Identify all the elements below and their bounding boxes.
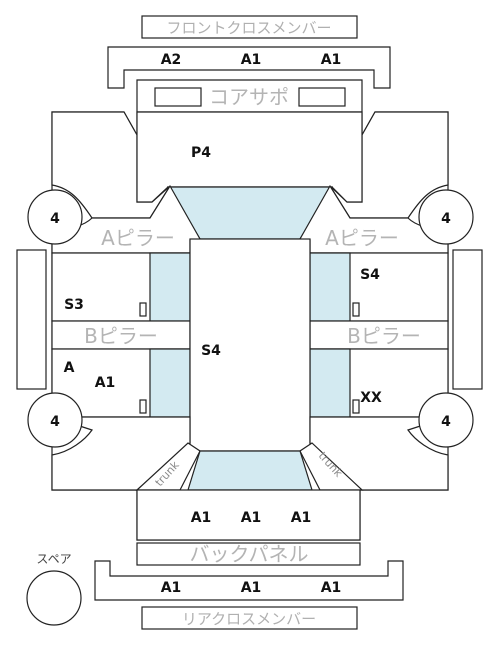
right-rear-wheel-grade: 4 [441,414,451,430]
spare-tire [26,570,82,626]
trunk-grade-2: A1 [241,510,262,526]
left-rear-door-grade-a: A [64,360,75,376]
right-rear-window [309,348,351,418]
back-panel [136,542,361,566]
left-rear-handle [139,399,147,414]
hood-grade: P4 [191,145,211,161]
right-b-pillar-label: Bピラー [347,324,421,348]
left-front-wheel-grade: 4 [50,211,60,227]
rear-member-grade-1: A1 [161,580,182,596]
left-rear-wheel [27,392,83,448]
front-member-grade-3: A1 [321,52,342,68]
roof-grade: S4 [201,343,221,359]
front-cross-member-box [141,15,358,39]
left-headlight [154,87,202,107]
left-front-window [149,252,191,322]
front-cross-member [107,46,391,89]
front-member-grade-2: A1 [241,52,262,68]
right-front-handle [352,302,360,317]
right-rear-handle [352,399,360,414]
right-a-pillar-label: Aピラー [325,226,399,250]
left-front-door-grade: S3 [64,297,84,313]
trunk-grade-3: A1 [291,510,312,526]
rear-window [187,450,313,491]
core-support-label: コアサポ [209,85,289,109]
left-b-pillar-label: Bピラー [84,324,158,348]
left-front-handle [139,302,147,317]
spare-label: スペア [36,552,71,566]
left-rear-door-grade-b: A1 [95,375,116,391]
right-front-wheel-grade: 4 [441,211,451,227]
rear-cross-member [94,560,404,601]
right-front-wheel [418,189,474,245]
left-rear-window [149,348,191,418]
right-rear-door-grade: XX [360,390,382,406]
trunk [136,489,361,541]
left-side-sill [16,249,47,390]
rear-member-grade-2: A1 [241,580,262,596]
front-member-grade-1: A2 [161,52,182,68]
right-side-sill [452,249,483,390]
right-front-door-grade: S4 [360,267,380,283]
right-front-window [309,252,351,322]
right-rear-wheel [418,392,474,448]
roof [189,238,311,452]
front-cross-member-label: フロントクロスメンバー [166,19,331,37]
rear-cross-member-label: リアクロスメンバー [182,610,316,628]
rear-member-grade-3: A1 [321,580,342,596]
rear-cross-member-box [141,606,358,630]
left-front-wheel [27,189,83,245]
back-panel-label: バックパネル [190,542,309,566]
right-headlight [298,87,346,107]
left-rear-wheel-grade: 4 [50,414,60,430]
left-a-pillar-label: Aピラー [101,226,175,250]
trunk-grade-1: A1 [191,510,212,526]
